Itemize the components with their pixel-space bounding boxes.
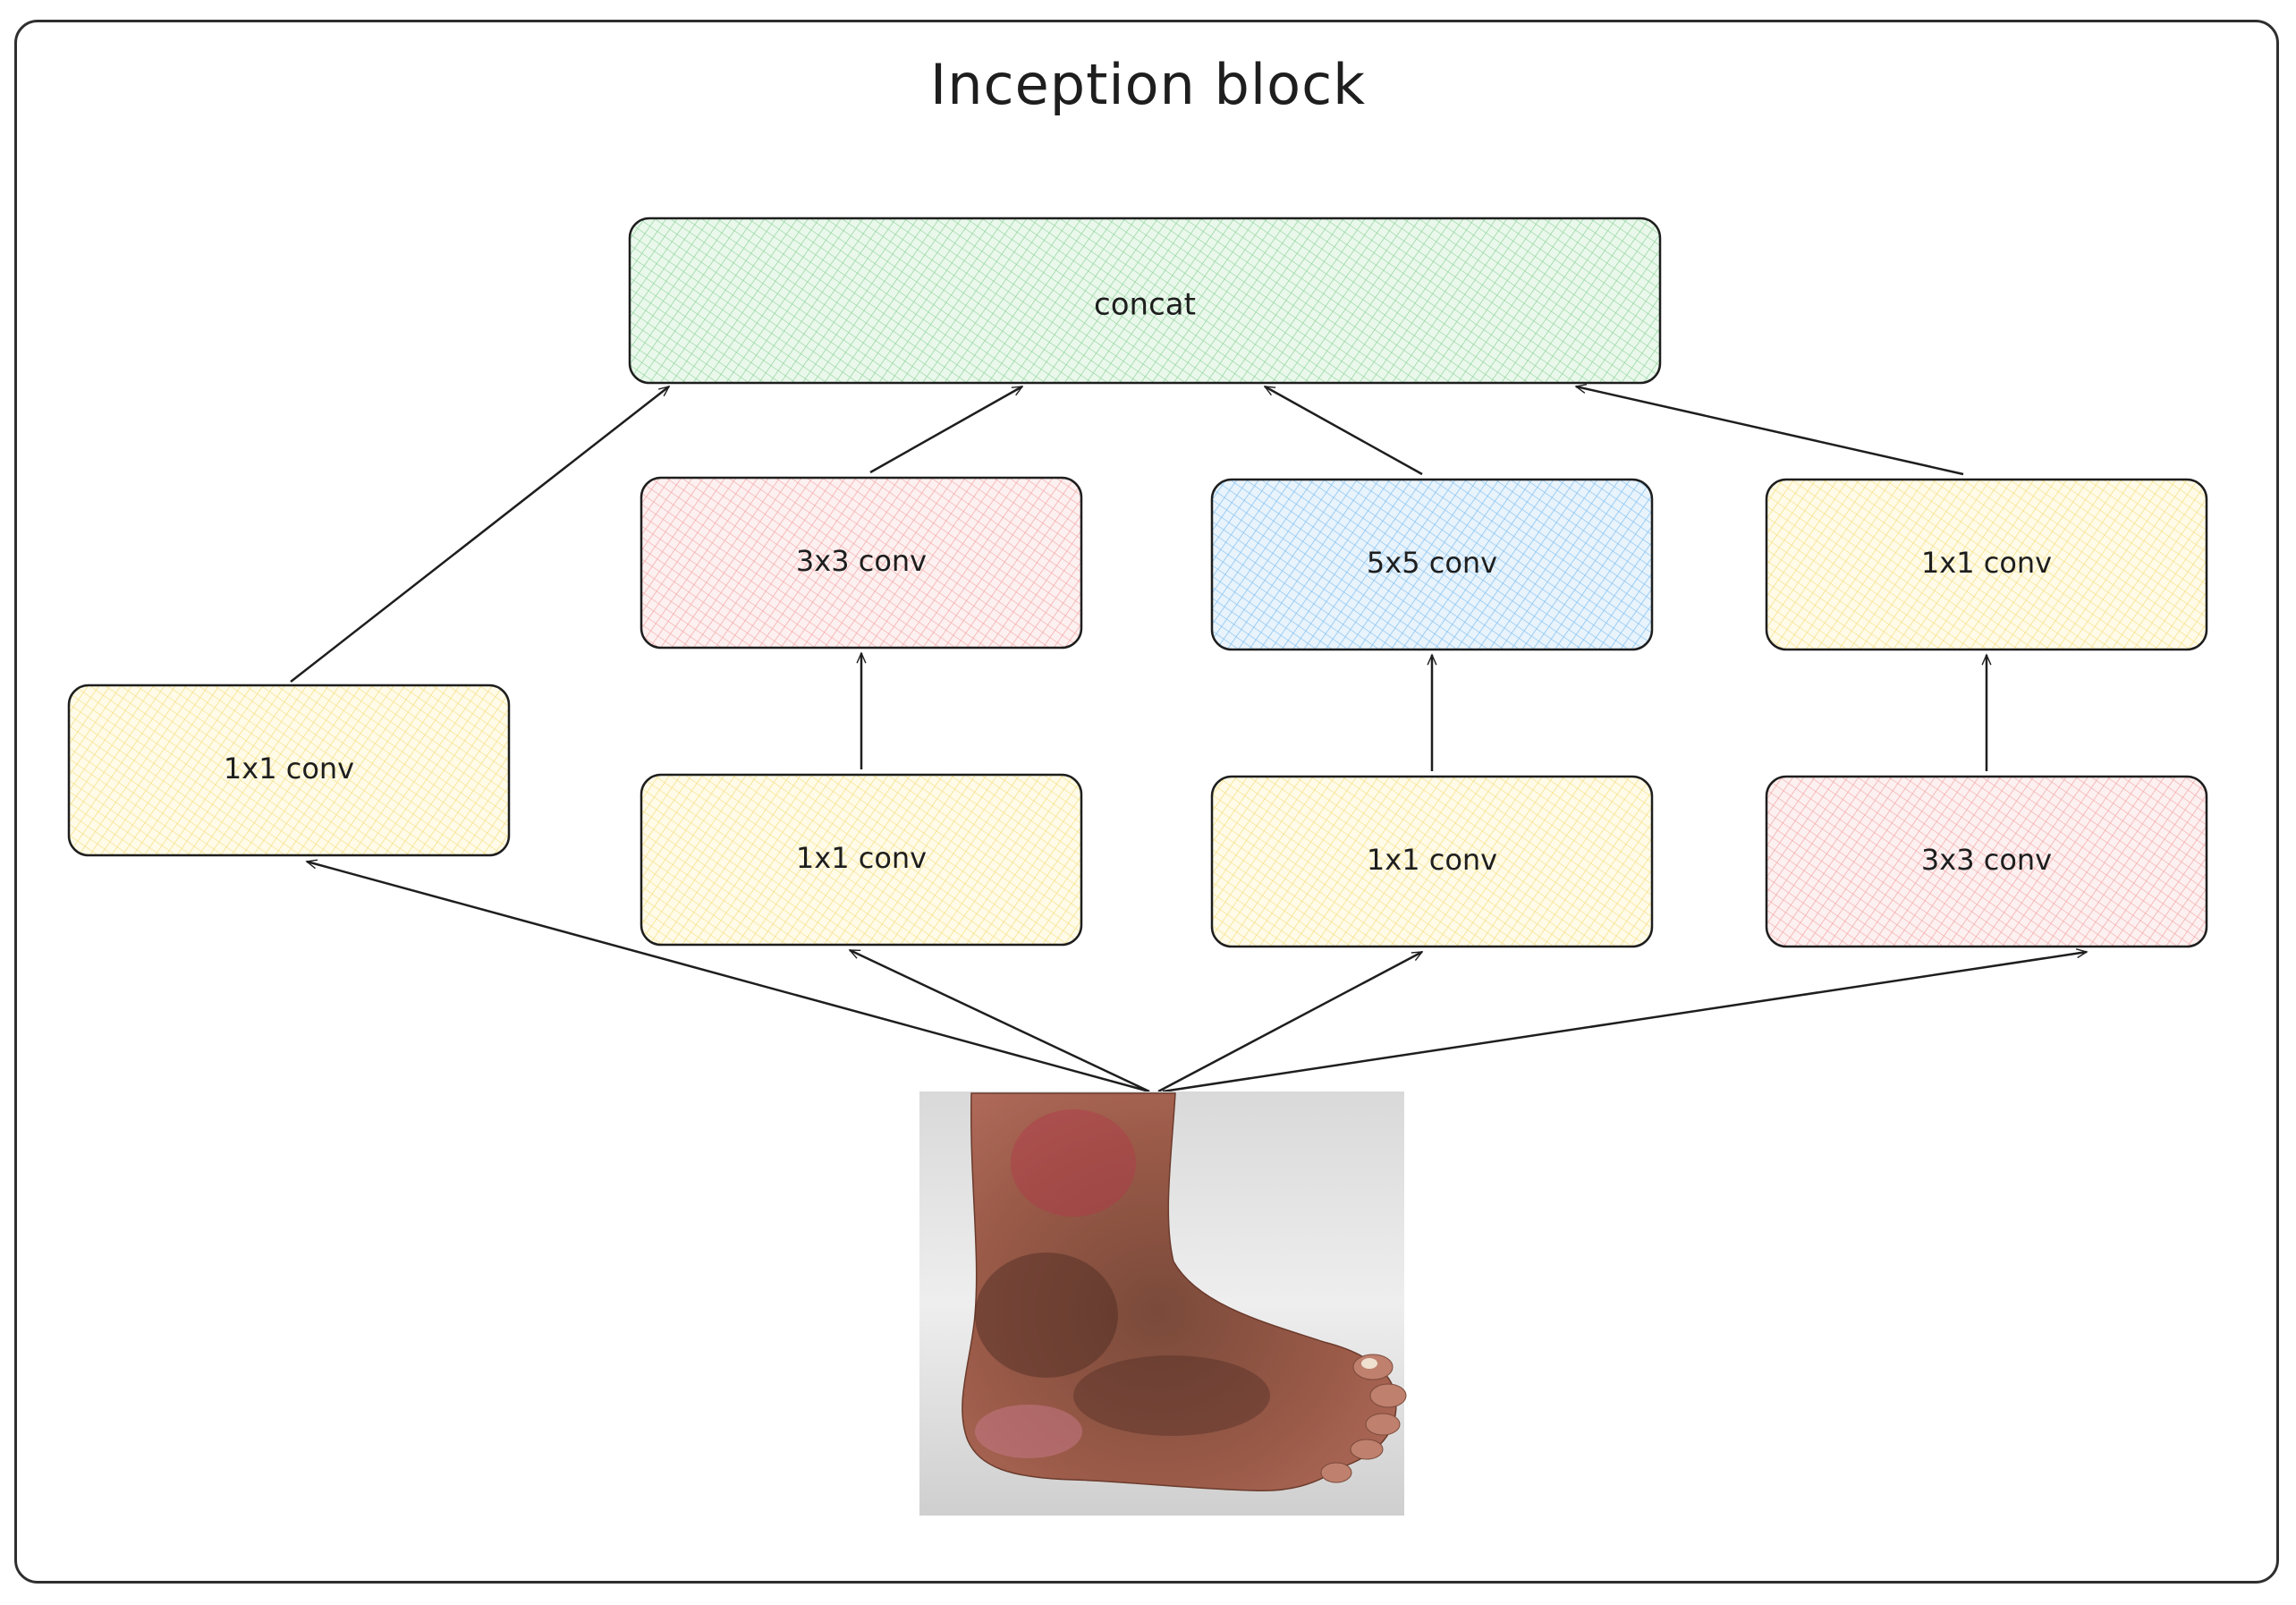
branch3-5x5-conv-node: 5x5 conv	[1210, 478, 1654, 651]
arrow-branch2-to-concat	[869, 385, 1022, 474]
input-image-foot-photo	[919, 1091, 1407, 1516]
branch2-1x1-conv-label: 1x1 conv	[796, 841, 927, 875]
diagram-title: Inception block	[929, 52, 1367, 117]
branch3-5x5-conv-label: 5x5 conv	[1367, 546, 1497, 580]
arrow-branch4-to-concat	[1576, 386, 1964, 476]
branch3-1x1-conv-label: 1x1 conv	[1367, 843, 1497, 877]
branch2-3x3-conv-node: 3x3 conv	[640, 476, 1083, 650]
branch4-3x3-conv-label: 3x3 conv	[1921, 843, 2052, 877]
arrow-input-to-branch3	[1157, 950, 1422, 1093]
branch1-1x1-conv-label: 1x1 conv	[224, 752, 354, 786]
arrow-branch1-to-concat	[290, 386, 669, 683]
branch4-3x3-conv-node: 3x3 conv	[1765, 775, 2208, 948]
branch2-3x3-conv-label: 3x3 conv	[796, 544, 927, 578]
concat-label: concat	[1094, 287, 1196, 323]
arrow-input-to-branch4	[1162, 952, 2087, 1093]
branch4-1x1-conv-label: 1x1 conv	[1921, 546, 2052, 580]
arrow-input-to-branch1	[307, 862, 1150, 1093]
branch2-1x1-conv-node: 1x1 conv	[640, 773, 1083, 947]
branch4-1x1-conv-node: 1x1 conv	[1765, 478, 2208, 651]
concat-node: concat	[628, 217, 1662, 385]
arrow-input-to-branch2	[850, 948, 1150, 1093]
arrow-branch3-to-concat	[1265, 385, 1423, 476]
branch3-1x1-conv-node: 1x1 conv	[1210, 775, 1654, 948]
branch1-1x1-conv-node: 1x1 conv	[67, 684, 511, 857]
